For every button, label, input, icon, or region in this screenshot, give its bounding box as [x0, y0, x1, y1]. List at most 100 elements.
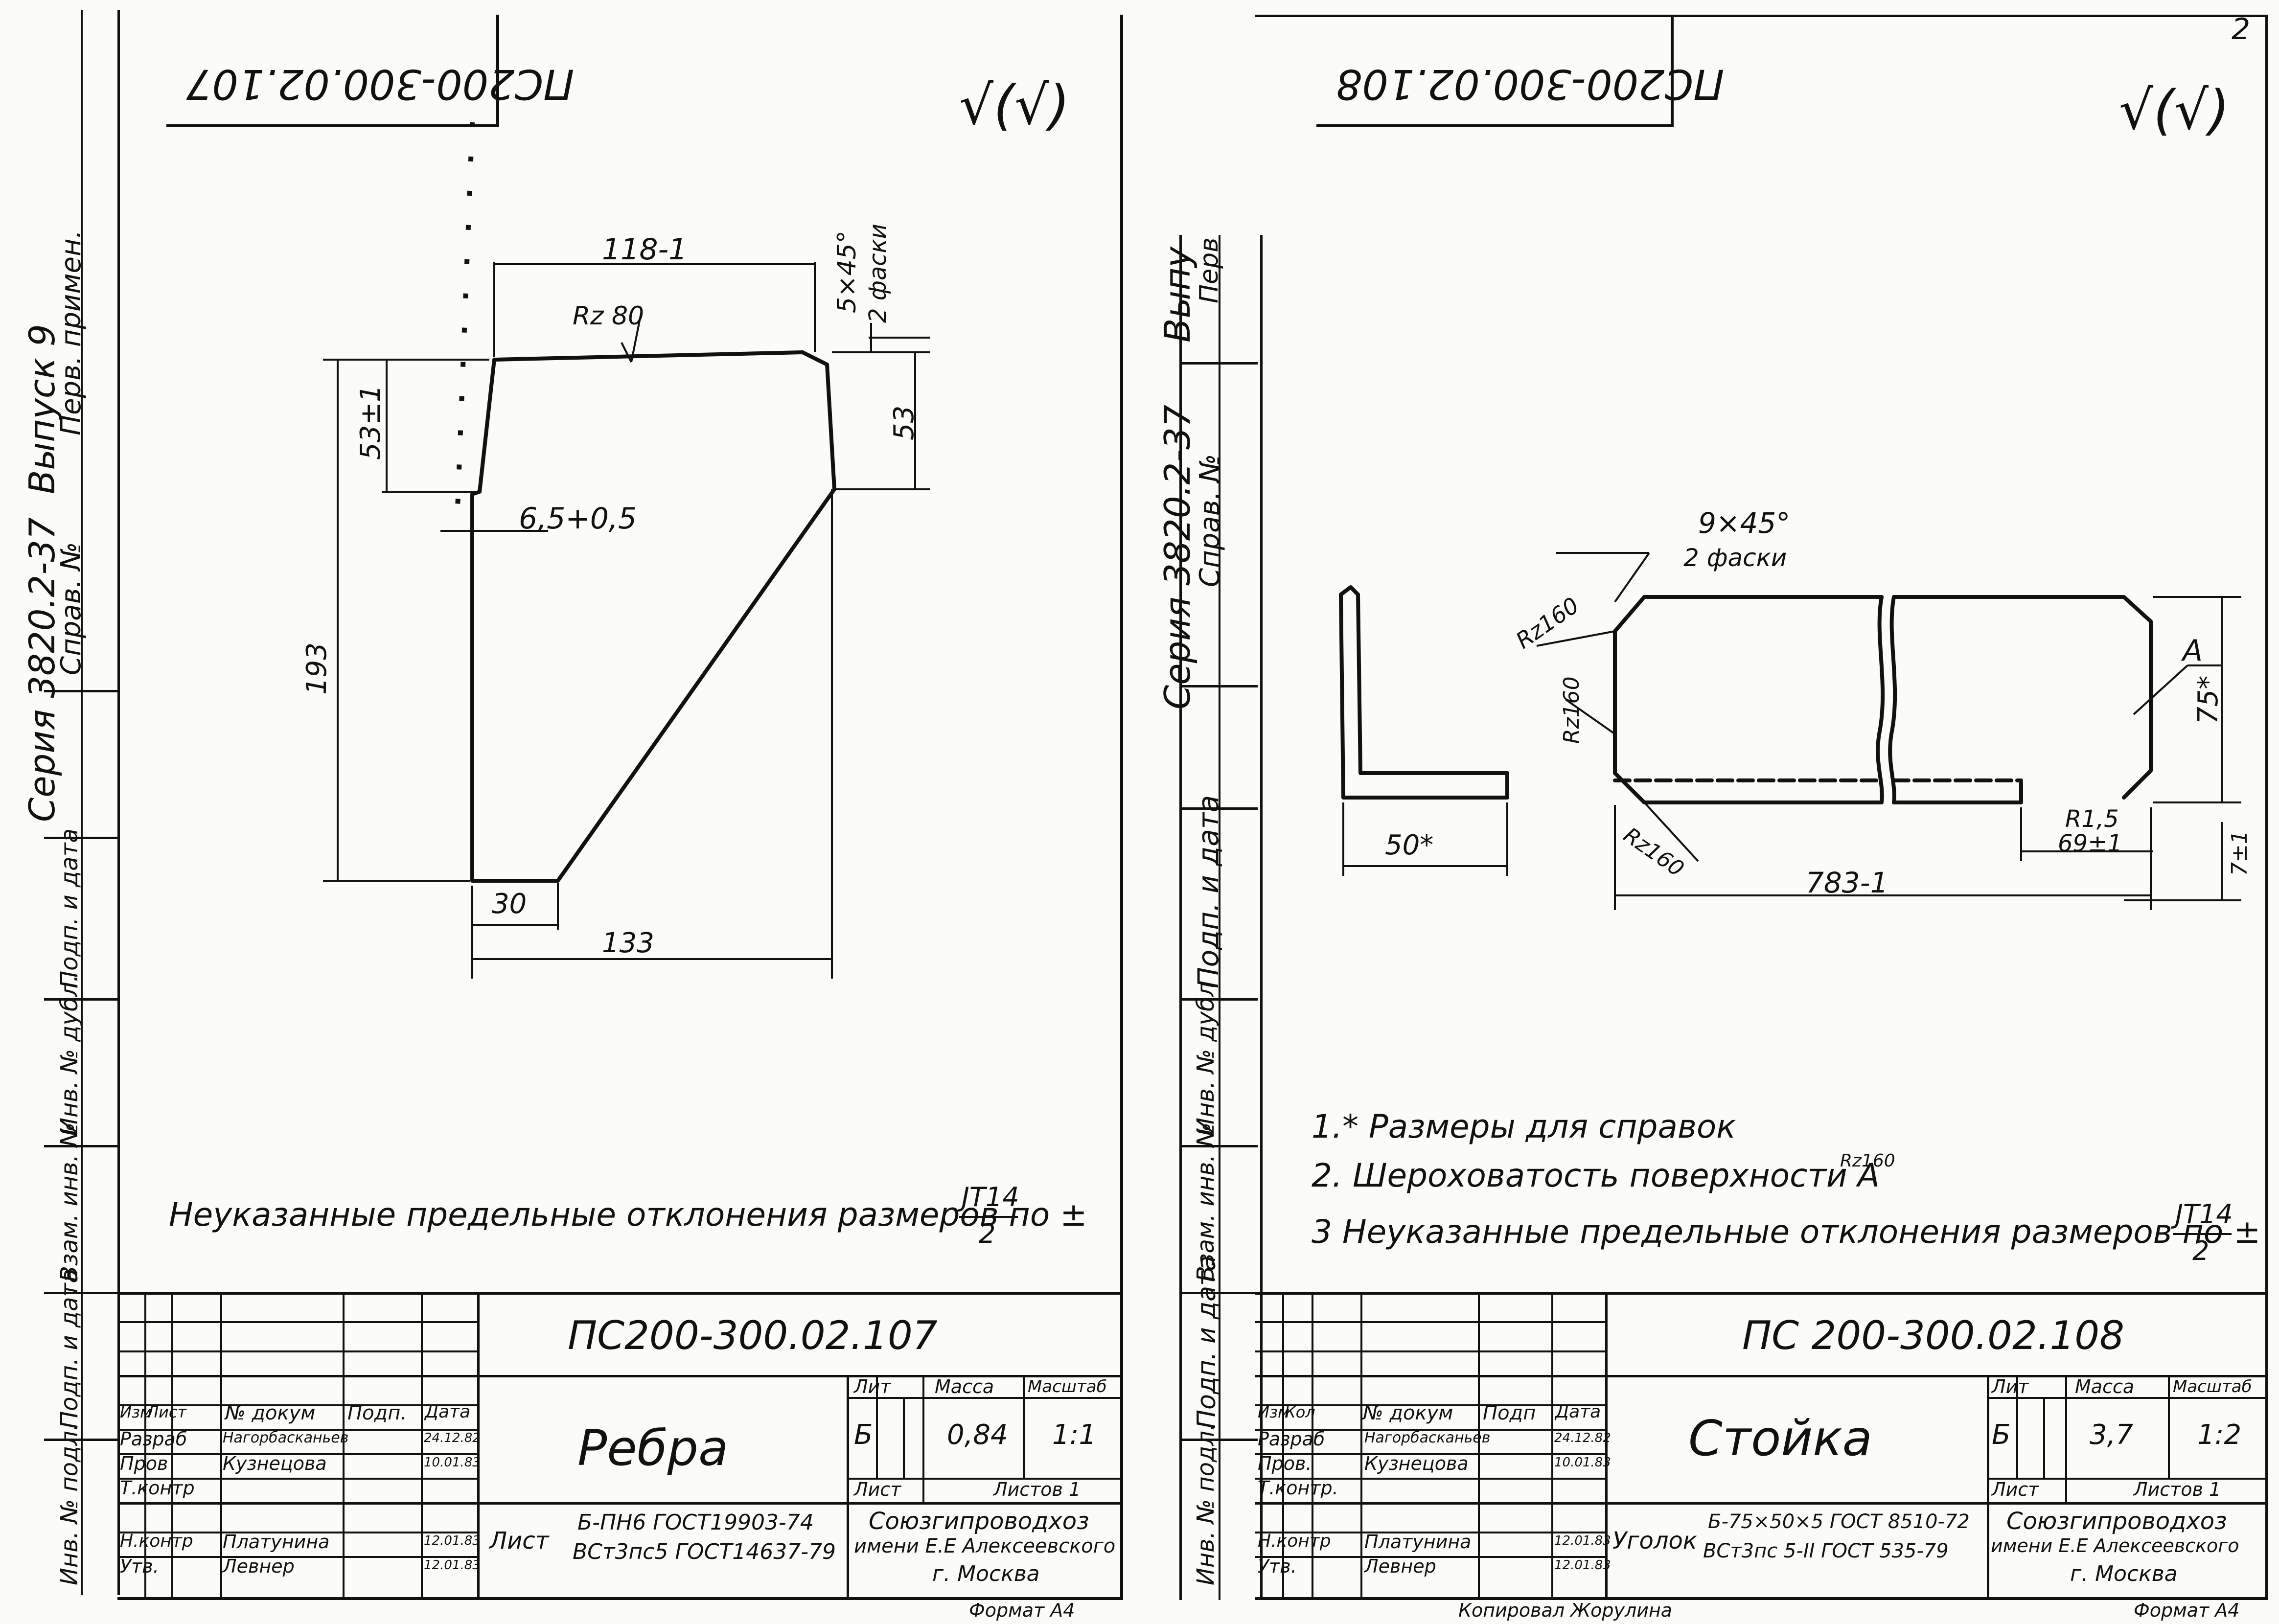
- left-row-role: Разраб: [120, 1428, 187, 1450]
- right-lit-label: Лит: [1992, 1376, 2029, 1397]
- right-row-name: Левнер: [1364, 1555, 1436, 1577]
- right-hdr-date: Дата: [1555, 1402, 1601, 1422]
- left-hdr-list: Лист: [147, 1403, 187, 1421]
- left-lit-label: Лит: [854, 1376, 891, 1397]
- left-title-block: [117, 1292, 1123, 1603]
- left-side-strip: [44, 10, 120, 1595]
- left-dim-total-width: 133: [602, 927, 654, 959]
- left-scale-value: 1:1: [1052, 1419, 1097, 1451]
- left-part-name: Ребра: [577, 1419, 729, 1477]
- right-dim-radius: R1,5: [2065, 805, 2119, 833]
- right-note-frac-bar: [2173, 1233, 2232, 1235]
- right-row-date: 12.01.83: [1554, 1533, 1611, 1548]
- right-hdr-izm: Изм: [1258, 1403, 1290, 1421]
- right-row-role: Н.контр: [1258, 1531, 1331, 1551]
- right-row-date: 10.01.83: [1554, 1455, 1611, 1470]
- left-hdr-doc: № докум: [225, 1402, 316, 1424]
- right-dim-chamfer-note: 2 фаски: [1683, 544, 1787, 572]
- right-code-stamp: [1316, 15, 1674, 127]
- right-org-line3: г. Москва: [2070, 1561, 2178, 1586]
- right-side-strip: [1179, 235, 1263, 1600]
- left-row-date: 12.01.83: [424, 1558, 481, 1573]
- right-doc-code: ПС 200-300.02.108: [1742, 1313, 2125, 1358]
- right-part-name: Стойка: [1688, 1410, 1872, 1467]
- right-note-1: 1.* Размеры для справок: [1312, 1108, 1736, 1145]
- left-note-frac-den: 2: [979, 1218, 996, 1249]
- right-note-3: 3 Неуказанные предельные отклонения разм…: [1312, 1213, 2261, 1251]
- right-roughness-mark: √(√): [2119, 79, 2230, 141]
- left-sheet-frame: [117, 15, 1123, 1600]
- left-material-line2: ВСт3пс5 ГОСТ14637-79: [573, 1539, 836, 1564]
- left-row-date: 24.12.82: [424, 1431, 481, 1445]
- left-hdr-izm: Изм: [120, 1403, 152, 1421]
- right-format-label: Формат А4: [2134, 1600, 2240, 1621]
- right-note-frac-den: 2: [2192, 1235, 2210, 1266]
- right-dim-height: 75*: [2192, 675, 2224, 724]
- right-mass-label: Масса: [2075, 1376, 2135, 1397]
- left-hdr-sign: Подп.: [347, 1402, 407, 1424]
- left-scale-label: Масштаб: [1028, 1377, 1107, 1396]
- left-note: Неуказанные предельные отклонения размер…: [169, 1196, 1087, 1234]
- right-dim-chamfer: 9×45°: [1698, 506, 1791, 540]
- right-row-date: 12.01.83: [1554, 1558, 1611, 1573]
- right-note-frac-num: JT14: [2175, 1199, 2233, 1230]
- right-sheet-label: Лист: [1992, 1479, 2039, 1500]
- left-dim-thickness: 6,5+0,5: [519, 502, 637, 536]
- left-material-line1: Б-ПН6 ГОСТ19903-74: [577, 1510, 814, 1535]
- left-row-role: Пров: [120, 1453, 168, 1474]
- right-sheets-label: Листов 1: [2134, 1479, 2221, 1500]
- left-mass-value: 0,84: [947, 1419, 1008, 1451]
- right-org-line1: Союзгипроводхоз: [2006, 1508, 2227, 1535]
- left-row-name: Платунина: [223, 1531, 330, 1553]
- right-hdr-sign: Подп: [1483, 1402, 1536, 1424]
- right-row-role: Пров.: [1258, 1453, 1312, 1474]
- left-note-frac-bar: [959, 1216, 1018, 1218]
- left-side-divider: [81, 10, 83, 1595]
- left-lit-value: Б: [854, 1419, 873, 1451]
- left-org-line2: имени Е.Е Алексеевского: [854, 1535, 1116, 1557]
- right-note-2: 2. Шероховатость поверхности А: [1312, 1157, 1880, 1194]
- right-dim-section-width: 50*: [1385, 829, 1434, 861]
- right-page-number: 2: [2232, 12, 2251, 46]
- right-dim-hole-dist: 69±1: [2058, 830, 2122, 857]
- left-sheet-label: Лист: [854, 1479, 901, 1500]
- left-row-role: Утв.: [120, 1555, 159, 1577]
- right-row-role: Утв.: [1258, 1555, 1297, 1577]
- left-row-role: Т.контр: [120, 1477, 195, 1499]
- left-row-date: 12.01.83: [424, 1533, 481, 1548]
- left-note-frac-num: JT14: [962, 1182, 1019, 1212]
- left-roughness-mark: √(√): [959, 74, 1070, 137]
- right-note-rz: Rz160: [1840, 1151, 1895, 1171]
- right-row-name: Нагорбасканьев: [1364, 1429, 1491, 1446]
- right-scale-label: Масштаб: [2173, 1377, 2252, 1396]
- left-mass-label: Масса: [935, 1376, 994, 1397]
- right-scale-value: 1:2: [2197, 1419, 2242, 1451]
- right-mass-value: 3,7: [2090, 1419, 2134, 1451]
- left-org-line1: Союзгипроводхоз: [869, 1508, 1089, 1535]
- right-org-line2: имени Е.Е Алексеевского: [1991, 1535, 2239, 1556]
- right-copied-label: Копировал Жорулина: [1458, 1600, 1673, 1621]
- right-row-date: 24.12.82: [1554, 1431, 1611, 1445]
- right-row-role: Т.контр.: [1258, 1477, 1338, 1499]
- left-format-label: Формат А4: [969, 1600, 1075, 1621]
- left-dim-roughness: Rz 80: [573, 301, 645, 331]
- left-doc-code: ПС200-300.02.107: [568, 1313, 938, 1358]
- right-row-role: Разраб: [1258, 1428, 1325, 1450]
- right-material-line2: ВСт3пс 5-II ГОСТ 535-79: [1703, 1540, 1949, 1562]
- right-material-prefix: Уголок: [1612, 1527, 1697, 1555]
- right-hdr-doc: № докум: [1363, 1402, 1453, 1424]
- right-row-name: Кузнецова: [1364, 1453, 1469, 1474]
- left-row-name: Левнер: [223, 1555, 295, 1577]
- right-hdr-kol: Кол: [1285, 1403, 1315, 1421]
- right-row-name: Платунина: [1364, 1531, 1472, 1553]
- right-sheet-frame: [1255, 15, 2268, 1600]
- left-row-name: Кузнецова: [223, 1453, 327, 1474]
- right-title-block: [1255, 1292, 2268, 1603]
- right-dim-small: 7±1: [2227, 830, 2252, 876]
- left-row-role: Н.контр: [120, 1531, 193, 1551]
- left-code-stamp: [166, 15, 499, 127]
- left-row-date: 10.01.83: [424, 1455, 481, 1470]
- left-dim-bottom-flat: 30: [492, 888, 527, 920]
